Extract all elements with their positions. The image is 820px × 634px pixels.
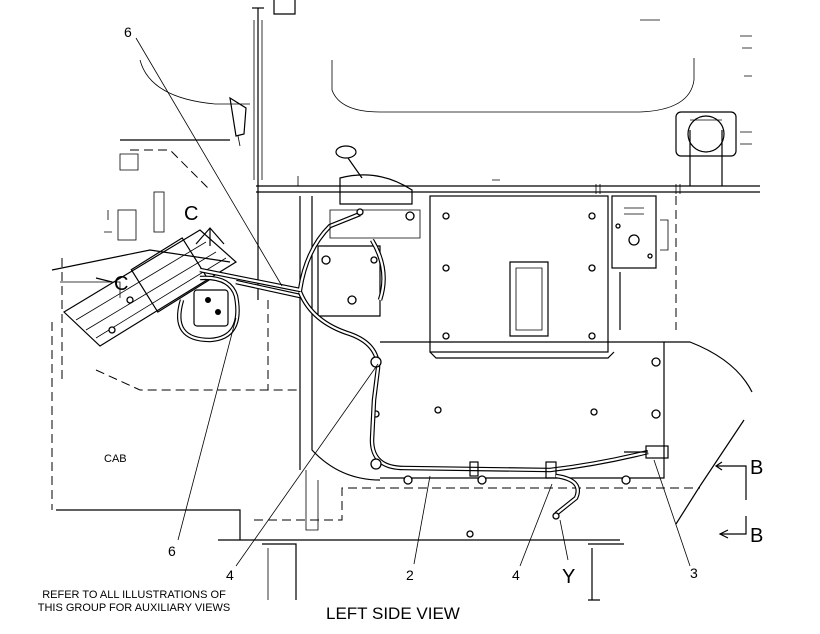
leader-lines [135,37,691,567]
valve-bracket [317,145,421,317]
relay-panel [611,195,677,330]
section-b-top: B [750,457,763,479]
callout-y: Y [562,566,575,588]
section-c-left: C [114,273,128,295]
view-title: LEFT SIDE VIEW [326,604,460,623]
section-b-bottom: B [750,525,763,547]
cab-label: CAB [104,453,127,465]
auxiliary-views-note: REFER TO ALL ILLUSTRATIONS OF THIS GROUP… [14,589,254,615]
callout-4-right: 4 [512,567,520,583]
callout-2: 2 [406,567,414,583]
callout-6-top: 6 [124,24,132,40]
callout-3: 3 [690,565,698,581]
section-c-top: C [184,203,198,225]
antenna-rod [229,7,264,300]
note-line-2: THIS GROUP FOR AUXILIARY VIEWS [37,602,231,614]
harness-main-run [297,291,669,520]
frame-lines [120,139,760,194]
callout-4-left: 4 [226,567,234,583]
cab-side [51,153,700,601]
section-b-markers [714,461,747,539]
precleaner [675,111,737,186]
roof-outline [139,0,752,145]
harness-coil-left [176,275,240,343]
section-c-markers [95,227,225,283]
lower-frame [372,341,753,538]
callout-6-lower: 6 [168,543,176,559]
harness-top-run [199,211,361,299]
note-line-1: REFER TO ALL ILLUSTRATIONS OF [42,589,226,601]
angled-console [60,229,238,347]
battery-box [429,195,615,359]
